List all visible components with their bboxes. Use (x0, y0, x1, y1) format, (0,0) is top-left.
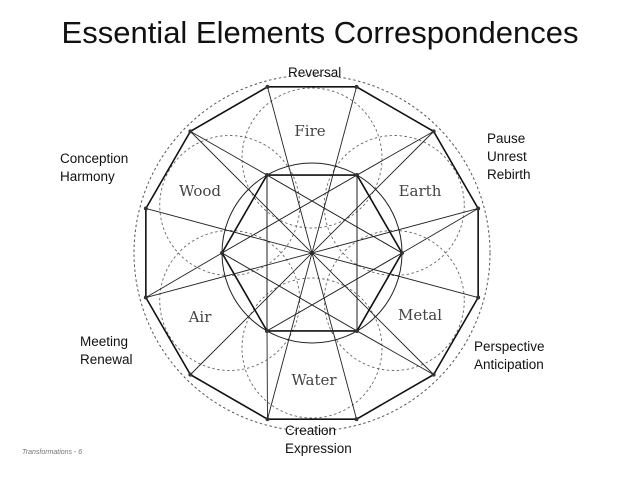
label-top-left-line-2: Harmony (60, 169, 115, 184)
element-circle (159, 230, 301, 371)
connector-line (190, 130, 268, 176)
vertex-dot (400, 251, 404, 255)
label-bottom: Creation Expression (285, 422, 352, 458)
vertex-dot (354, 84, 359, 89)
label-top-right: Pause Unrest Rebirth (487, 130, 531, 184)
hexagram-triangle (266, 174, 403, 332)
element-circle (241, 277, 383, 419)
connector-line (356, 330, 434, 376)
label-top-line-1: Reversal (288, 65, 342, 80)
connector-line (356, 130, 434, 176)
element-label: Wood (179, 182, 221, 200)
vertex-dot (355, 328, 359, 333)
element-label: Water (291, 371, 337, 389)
vertex-dot (476, 295, 481, 300)
label-top-left-line-1: Conception (60, 151, 129, 166)
label-top-left: Conception Harmony (60, 150, 128, 186)
element-circle (159, 135, 301, 276)
hexagram-triangle (221, 174, 358, 332)
vertex-dot (431, 129, 436, 134)
element-label: Earth (399, 182, 442, 200)
element-label: Fire (294, 122, 325, 140)
vertex-dot (354, 417, 359, 422)
element-label: Metal (398, 306, 442, 324)
label-bottom-left-line-1: Meeting (80, 334, 129, 349)
label-bottom-left: Meeting Renewal (80, 333, 133, 369)
label-top-right-line-2: Unrest (487, 149, 527, 164)
label-bottom-right-line-2: Anticipation (474, 357, 544, 372)
label-top-right-line-1: Pause (487, 131, 526, 146)
label-top-right-line-3: Rebirth (487, 167, 531, 182)
page-title: Essential Elements Correspondences (61, 15, 579, 50)
vertex-dot (188, 129, 193, 134)
vertex-dot (220, 251, 224, 255)
element-circle (323, 135, 465, 276)
element-circle (323, 230, 465, 371)
connector-line (190, 131, 434, 375)
vertex-dot (355, 173, 359, 178)
outer-dashed-circle (133, 74, 491, 432)
label-bottom-left-line-2: Renewal (80, 352, 133, 367)
vertex-dot (476, 206, 481, 211)
label-bottom-line-2: Expression (285, 441, 352, 456)
label-bottom-right: Perspective Anticipation (474, 338, 545, 374)
vertex-dot (265, 328, 269, 333)
vertex-dot (188, 372, 193, 377)
vertex-dot (265, 84, 270, 89)
connector-line (145, 252, 223, 298)
connector-line (401, 208, 479, 254)
element-label: Air (188, 308, 213, 326)
vertex-dot (265, 173, 269, 178)
label-bottom-right-line-1: Perspective (474, 339, 545, 354)
element-circle (241, 87, 383, 229)
vertex-dot (143, 206, 148, 211)
slide-footer: Transformations - 6 (22, 449, 83, 456)
vertex-dot (143, 295, 148, 300)
label-bottom-line-1: Creation (285, 423, 337, 438)
vertex-dot (265, 417, 270, 422)
label-top: Reversal (288, 64, 341, 82)
vertex-dot (431, 372, 436, 377)
